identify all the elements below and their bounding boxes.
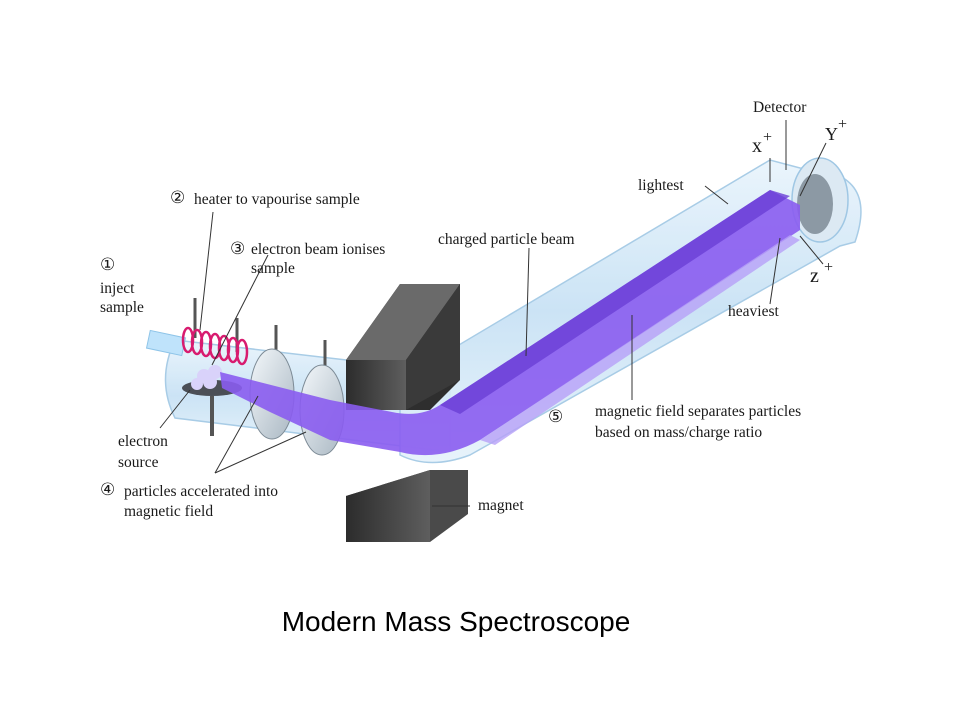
step4-label-line2: magnetic field	[124, 503, 214, 520]
charged-beam-label: charged particle beam	[438, 231, 575, 248]
detector-label: Detector	[753, 99, 807, 116]
step5-number: ⑤	[548, 407, 564, 427]
electron-source-label-line2: source	[118, 454, 159, 471]
inject-nozzle	[145, 329, 187, 357]
step4-label: particles accelerated into	[124, 483, 279, 500]
step2-number: ②	[170, 188, 186, 208]
ion-beam	[220, 190, 800, 456]
step3-label-line2: sample	[251, 260, 295, 277]
figure-caption: Modern Mass Spectroscope	[281, 606, 631, 637]
electron-source-label: electron	[118, 433, 168, 450]
leader-lines	[159, 120, 827, 507]
step2-label: heater to vapourise sample	[194, 191, 360, 208]
step4-number: ④	[100, 480, 116, 500]
ion-x-charge: +	[763, 129, 773, 146]
step3-number: ③	[230, 239, 246, 259]
ion-z-label: z	[810, 265, 819, 287]
step1-number: ①	[100, 255, 116, 275]
ion-y-label: Y	[825, 124, 838, 144]
magnet-upper	[346, 284, 460, 410]
ion-z-charge: +	[824, 259, 834, 276]
heaviest-label: heaviest	[728, 303, 779, 320]
step5-label-line2: based on mass/charge ratio	[595, 424, 763, 441]
step3-label: electron beam ionises	[251, 241, 386, 258]
step1-label-line2: sample	[100, 299, 144, 316]
step5-label: magnetic field separates particles	[595, 403, 802, 420]
magnet-label: magnet	[478, 497, 524, 514]
heater-coil	[181, 298, 249, 366]
lightest-label: lightest	[638, 177, 684, 194]
ion-x-label: x	[752, 135, 762, 157]
step1-label: inject	[100, 280, 135, 297]
magnet-lower	[346, 470, 468, 542]
ion-y-charge: +	[838, 116, 848, 133]
